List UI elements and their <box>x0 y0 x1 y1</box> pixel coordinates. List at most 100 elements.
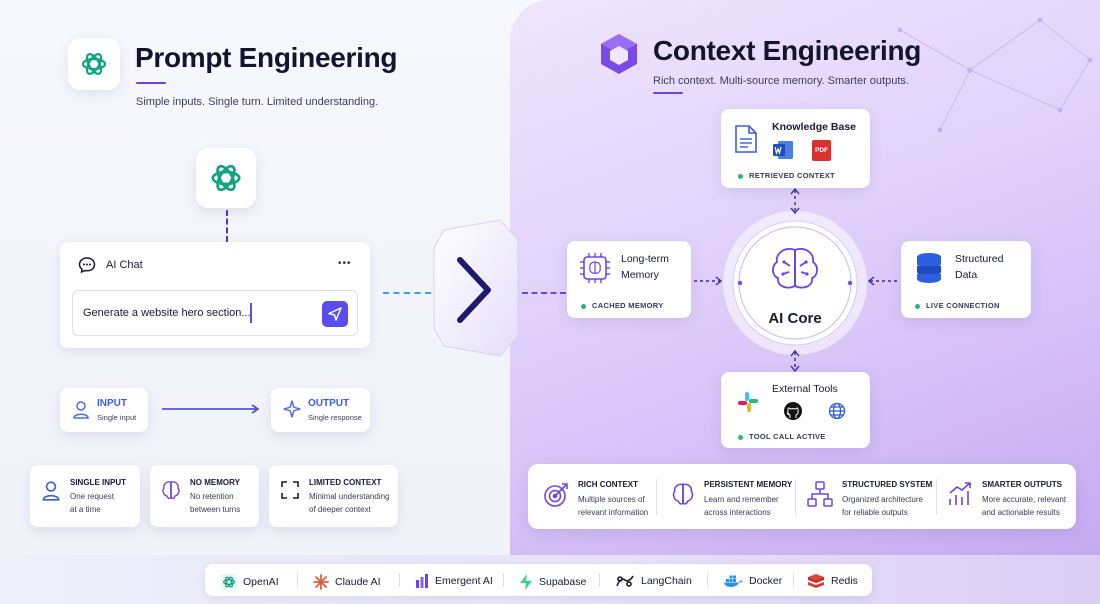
feature-desc: between turns <box>190 505 241 514</box>
chip-brain-icon <box>580 253 610 283</box>
long-term-memory-card: Long-term Memory CACHED MEMORY <box>567 241 691 318</box>
output-label: OUTPUT <box>308 398 350 409</box>
pdf-icon: PDF <box>812 140 831 161</box>
feature-desc: and actionable results <box>982 508 1060 517</box>
feature-desc: No retention <box>190 492 234 501</box>
right-title: Context Engineering <box>653 35 922 66</box>
openai-logo-tile <box>68 38 120 90</box>
knowledge-status: RETRIEVED CONTEXT <box>738 171 835 180</box>
send-icon <box>328 307 342 321</box>
target-icon <box>544 483 568 507</box>
database-icon <box>917 253 941 283</box>
left-title-underline <box>136 82 166 84</box>
chat-to-transition-line <box>383 292 431 294</box>
text-cursor <box>250 303 252 323</box>
feature-limited-context: LIMITED CONTEXT Minimal understanding of… <box>269 465 398 527</box>
sparkle-icon <box>283 400 301 418</box>
footer-label: Supabase <box>539 576 587 588</box>
feature-title: RICH CONTEXT <box>578 480 638 489</box>
status-text: LIVE CONNECTION <box>926 301 1000 310</box>
left-subtitle: Simple inputs. Single turn. Limited unde… <box>136 96 379 108</box>
chat-openai-tile <box>196 148 256 208</box>
hub-connectors <box>694 188 900 372</box>
footer-item-supabase: Supabase <box>519 574 586 590</box>
footer-separator <box>599 573 600 587</box>
feature-desc: More accurate, relevant <box>982 495 1067 504</box>
footer-separator <box>297 573 298 587</box>
feature-desc: One request <box>70 492 115 501</box>
cube-logo-icon <box>601 34 637 74</box>
structured-status: LIVE CONNECTION <box>915 301 1000 310</box>
feature-desc: Multiple sources of <box>578 495 645 504</box>
feature-title: STRUCTURED SYSTEM <box>842 480 933 489</box>
github-icon <box>784 402 802 420</box>
status-text: TOOL CALL ACTIVE <box>749 432 826 441</box>
right-subtitle: Rich context. Multi-source memory. Smart… <box>653 75 909 87</box>
feature-desc: relevant information <box>578 508 649 517</box>
structured-title-line2: Data <box>955 269 978 281</box>
ai-core-hub <box>723 211 867 355</box>
brain-icon <box>672 483 694 505</box>
openai-icon <box>221 574 237 590</box>
input-box: INPUT Single input <box>60 388 148 432</box>
chat-title: AI Chat <box>106 259 143 271</box>
external-tools-card: External Tools TOOL CALL ACTIVE <box>721 372 870 448</box>
feature-desc: of deeper context <box>309 505 371 514</box>
tech-logos-bar: OpenAI Claude AI Emergent AI Supabase L <box>205 564 872 596</box>
ai-chat-card: AI Chat ••• Generate a website hero sect… <box>60 242 370 348</box>
chat-input-text: Generate a website hero section... <box>83 307 251 319</box>
claude-icon <box>313 574 329 590</box>
slack-icon <box>738 392 758 412</box>
output-sub: Single response <box>308 413 362 422</box>
feature-title: PERSISTENT MEMORY <box>704 480 793 489</box>
network-decoration <box>897 17 1093 133</box>
status-dot <box>581 303 586 309</box>
send-button[interactable] <box>322 301 348 327</box>
transition-to-memory-line <box>522 292 566 294</box>
feature-persistent-memory: PERSISTENT MEMORY Learn and remember acr… <box>665 464 802 529</box>
output-box: OUTPUT Single response <box>271 388 370 432</box>
user-icon <box>42 481 60 501</box>
hierarchy-icon <box>807 481 833 507</box>
user-icon <box>73 401 89 419</box>
input-output-arrow <box>162 404 260 414</box>
word-doc-icon <box>773 141 793 159</box>
footer-item-docker: Docker <box>723 574 782 588</box>
footer-label: OpenAI <box>243 576 279 588</box>
feature-desc: for reliable outputs <box>842 508 908 517</box>
input-sub: Single input <box>97 413 137 422</box>
footer-separator <box>399 573 400 587</box>
footer-separator <box>707 573 708 587</box>
feature-single-input: SINGLE INPUT One request at a time <box>30 465 140 527</box>
footer-item-redis: Redis <box>807 574 858 588</box>
structured-title-line1: Structured <box>955 253 1004 265</box>
openai-icon <box>81 53 107 75</box>
transition-chevron <box>433 219 519 357</box>
structured-data-card: Structured Data LIVE CONNECTION <box>901 241 1031 318</box>
more-options-icon[interactable]: ••• <box>338 258 352 269</box>
footer-label: Docker <box>749 575 783 587</box>
status-text: CACHED MEMORY <box>592 301 664 310</box>
memory-status: CACHED MEMORY <box>581 301 664 310</box>
globe-icon <box>828 402 846 420</box>
feature-desc: at a time <box>70 505 101 514</box>
footer-item-emergent: Emergent AI <box>415 574 493 588</box>
footer-label: Claude AI <box>335 576 381 588</box>
right-title-underline <box>653 92 683 94</box>
knowledge-title: Knowledge Base <box>772 121 857 133</box>
chat-input-field[interactable]: Generate a website hero section... <box>72 290 358 336</box>
left-title: Prompt Engineering <box>135 42 398 73</box>
footer-separator <box>793 573 794 587</box>
feature-desc: Minimal understanding <box>309 492 390 501</box>
feature-desc: Learn and remember <box>704 495 779 504</box>
chat-bubble-icon <box>78 257 96 274</box>
status-dot <box>915 303 920 309</box>
footer-label: Redis <box>831 575 858 587</box>
feature-title: LIMITED CONTEXT <box>309 478 382 487</box>
growth-chart-icon <box>949 482 971 505</box>
divider <box>795 479 796 515</box>
feature-title: NO MEMORY <box>190 478 240 487</box>
tools-status: TOOL CALL ACTIVE <box>738 432 826 441</box>
divider <box>656 479 657 515</box>
openai-icon <box>211 164 241 192</box>
